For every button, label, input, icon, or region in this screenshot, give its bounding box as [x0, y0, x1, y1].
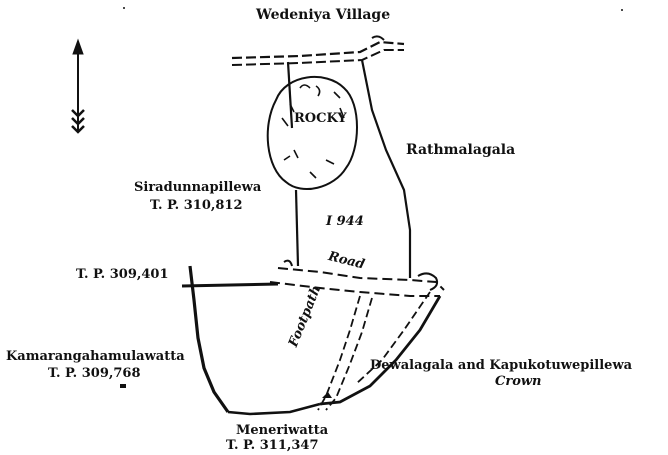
west-boundary: [181, 265, 321, 416]
label-kamarangahamulawatta: Kamarangahamulawatta: [6, 349, 185, 364]
label-meneriwatta-tp: T. P. 311,347: [226, 438, 319, 453]
rock-outcrop: [266, 75, 358, 191]
label-lot-number: I 944: [326, 214, 364, 229]
survey-marks: [120, 7, 623, 398]
label-crown: Crown: [495, 374, 542, 389]
road: [269, 259, 445, 297]
label-siradunnapillewa: Siradunnapillewa: [134, 180, 262, 195]
label-kamarangahamulawatta-tp: T. P. 309,768: [48, 366, 141, 381]
label-wedeniya-village: Wedeniya Village: [256, 7, 391, 23]
north-boundary-road: [231, 35, 405, 66]
label-rock: ROCKY: [294, 111, 347, 126]
label-siradunnapillewa-tp: T. P. 310,812: [150, 198, 243, 213]
parcel-boundary: [286, 59, 412, 278]
label-rathmalagala: Rathmalagala: [406, 142, 516, 158]
southeast-boundary: [319, 291, 442, 406]
label-tp-309401: T. P. 309,401: [76, 267, 169, 282]
north-arrow-icon: [71, 38, 85, 134]
label-meneriwatta: Meneriwatta: [236, 423, 329, 438]
label-dewalagala-kapukotuwepillewa: Dewalagala and Kapukotuwepillewa: [370, 358, 633, 373]
footpath: [317, 295, 373, 411]
